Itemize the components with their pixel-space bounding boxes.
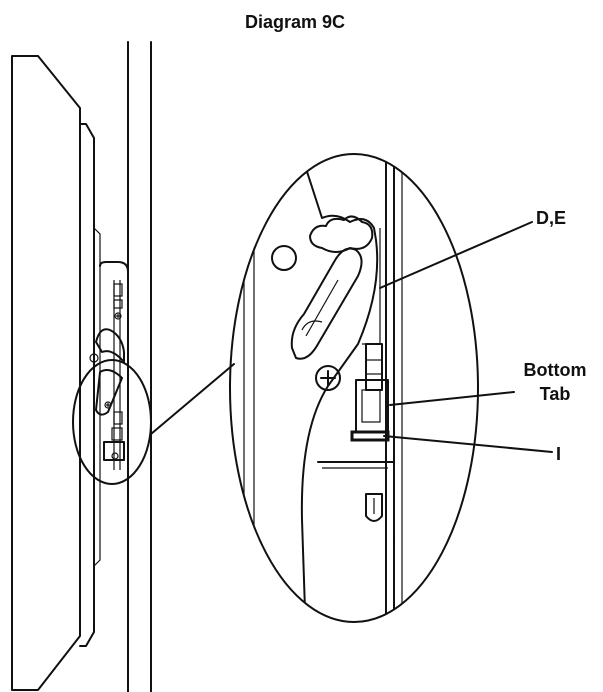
callout-i: I [556, 444, 561, 464]
magnifier-small [72, 359, 152, 485]
magnified-detail [243, 154, 403, 622]
callout-bottom-tab-line1: Bottom [524, 360, 587, 380]
wall-plate-small [89, 261, 129, 475]
magnifier-large [229, 153, 479, 623]
leader-de [379, 221, 533, 289]
diagram-title: Diagram 9C [245, 12, 345, 32]
callout-bottom-tab-line2: Tab [540, 384, 571, 404]
magnifier-leader [150, 363, 235, 435]
tv-profile [11, 55, 101, 691]
plus-screw-icon [315, 365, 341, 391]
leader-i [383, 435, 553, 453]
leader-bottom-tab [389, 391, 515, 406]
callout-de: D,E [536, 208, 566, 228]
